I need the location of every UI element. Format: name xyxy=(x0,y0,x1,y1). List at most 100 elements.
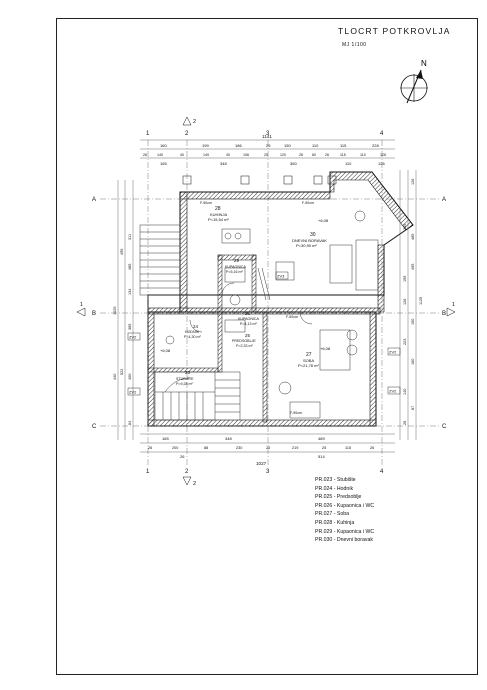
svg-text:400: 400 xyxy=(128,374,132,380)
svg-text:60: 60 xyxy=(312,153,316,157)
room-bathroom-29: 29 KUPAONICA P=5,16 m² xyxy=(225,258,247,274)
svg-text:+6,08: +6,08 xyxy=(160,348,171,353)
svg-text:228: 228 xyxy=(372,143,379,148)
dimension-lines xyxy=(117,139,417,453)
svg-text:160: 160 xyxy=(160,143,167,148)
exterior-walls xyxy=(147,171,414,427)
svg-text:4: 4 xyxy=(380,469,384,475)
svg-text:115: 115 xyxy=(340,153,346,157)
svg-text:25: 25 xyxy=(245,333,251,338)
dim-top-total: 1141 xyxy=(262,134,272,139)
svg-text:440: 440 xyxy=(113,374,117,380)
interior-stair xyxy=(154,371,241,421)
svg-text:126: 126 xyxy=(403,299,407,305)
svg-text:DNEVNI BORAVAK: DNEVNI BORAVAK xyxy=(292,238,327,243)
svg-text:40: 40 xyxy=(226,153,230,157)
svg-text:1: 1 xyxy=(146,469,150,475)
svg-text:KUPAONICA: KUPAONICA xyxy=(225,265,247,269)
svg-text:B: B xyxy=(442,311,446,317)
svg-text:28: 28 xyxy=(215,206,221,212)
svg-text:348: 348 xyxy=(225,436,232,441)
svg-text:2: 2 xyxy=(185,469,189,475)
svg-text:88: 88 xyxy=(204,446,208,450)
svg-text:165: 165 xyxy=(162,436,169,441)
svg-text:200: 200 xyxy=(172,446,178,450)
svg-text:149: 149 xyxy=(203,153,209,157)
svg-text:150: 150 xyxy=(411,319,415,325)
svg-text:P=5,16 m²: P=5,16 m² xyxy=(226,270,243,274)
drawing-title: TLOCRT POTKROVLJA xyxy=(338,26,451,36)
svg-text:26: 26 xyxy=(299,153,303,157)
svg-text:A: A xyxy=(92,197,96,203)
svg-text:3: 3 xyxy=(266,469,270,475)
exterior-stair xyxy=(139,224,181,296)
svg-text:165: 165 xyxy=(160,161,167,166)
svg-text:365: 365 xyxy=(403,224,407,230)
svg-text:26: 26 xyxy=(325,153,329,157)
svg-text:26: 26 xyxy=(245,311,251,316)
svg-text:115: 115 xyxy=(345,446,351,450)
svg-text:25: 25 xyxy=(322,446,326,450)
svg-text:87: 87 xyxy=(411,406,415,410)
svg-text:26: 26 xyxy=(403,421,407,425)
north-arrow-icon: N xyxy=(400,59,428,104)
row-labels-right: A B C xyxy=(442,197,447,430)
svg-text:A: A xyxy=(442,197,446,203)
legend-item: PR.024 - Hodnik xyxy=(315,485,354,492)
dim-top-row1: 160 199 186 25 150 110 115 228 xyxy=(160,143,379,148)
svg-text:25: 25 xyxy=(266,446,270,450)
north-label: N xyxy=(421,59,427,68)
svg-text:P=30,90 m²: P=30,90 m² xyxy=(296,243,317,248)
room-hallway-25: 25 PREDSOBLJE P=2,33 m² xyxy=(232,333,256,348)
svg-text:223: 223 xyxy=(403,339,407,345)
svg-text:ZV2: ZV2 xyxy=(389,389,397,394)
svg-text:3: 3 xyxy=(266,131,270,137)
svg-text:24: 24 xyxy=(193,324,199,329)
drawing-scale: MJ 1/100 xyxy=(342,42,367,48)
svg-text:ZV3: ZV3 xyxy=(277,274,285,279)
svg-text:120: 120 xyxy=(280,153,286,157)
svg-text:2: 2 xyxy=(193,119,196,125)
svg-text:106: 106 xyxy=(243,153,249,157)
svg-text:25: 25 xyxy=(266,143,271,148)
svg-text:64: 64 xyxy=(128,421,132,425)
svg-text:F-90cm: F-90cm xyxy=(200,201,212,205)
legend-item: PR.025 - Predsoblje xyxy=(315,494,362,501)
svg-text:STUBIŠTE: STUBIŠTE xyxy=(176,376,194,381)
room-living: 30 DNEVNI BORAVAK P=30,90 m² xyxy=(292,232,327,248)
svg-text:F-90cm: F-90cm xyxy=(290,411,302,415)
svg-text:P=4,13 m²: P=4,13 m² xyxy=(240,322,257,326)
svg-text:30: 30 xyxy=(310,232,316,238)
svg-text:110: 110 xyxy=(345,161,352,166)
svg-text:ZV2: ZV2 xyxy=(129,335,137,340)
svg-text:1141: 1141 xyxy=(262,134,272,139)
svg-text:186: 186 xyxy=(235,143,242,148)
svg-text:311: 311 xyxy=(128,234,132,240)
legend-item: PR.030 - Dnevni boravak xyxy=(315,537,373,544)
legend-item: PR.028 - Kuhinja xyxy=(315,519,355,526)
svg-text:ZV2: ZV2 xyxy=(389,350,397,355)
svg-text:230: 230 xyxy=(236,446,242,450)
svg-text:1: 1 xyxy=(80,302,83,308)
svg-text:P=2,33 m²: P=2,33 m² xyxy=(236,344,253,348)
window-labels: F-90cm F-90cm F-90cm F-90cm xyxy=(200,201,314,415)
svg-text:+6,08: +6,08 xyxy=(318,218,329,223)
svg-text:KUHINJA: KUHINJA xyxy=(210,212,227,217)
dim-right: 126 365 485 1129 495 159 126 150 223 160… xyxy=(403,179,423,425)
dim-left: 311 495 485 1025 134 365 522 440 400 64 xyxy=(113,234,132,425)
svg-text:126: 126 xyxy=(411,179,415,185)
svg-text:495: 495 xyxy=(120,249,124,255)
svg-text:110: 110 xyxy=(360,153,366,157)
svg-text:ZV2: ZV2 xyxy=(129,390,137,395)
section-markers: 1 1 2 2 xyxy=(76,116,456,487)
svg-text:P=15,54 m²: P=15,54 m² xyxy=(208,217,229,222)
room-kitchen: 28 KUHINJA P=15,54 m² xyxy=(208,206,229,222)
svg-text:365: 365 xyxy=(128,324,132,330)
svg-text:26: 26 xyxy=(148,446,152,450)
svg-text:489: 489 xyxy=(318,436,325,441)
svg-text:PREDSOBLJE: PREDSOBLJE xyxy=(232,339,256,343)
row-labels-left: A B C xyxy=(92,197,97,430)
dim-top-row2: 26 140 40 149 40 106 25 120 26 60 26 115… xyxy=(143,153,386,157)
svg-text:1: 1 xyxy=(146,131,150,137)
level-marks: +6,08 +6,08 +6,08 xyxy=(160,218,331,353)
